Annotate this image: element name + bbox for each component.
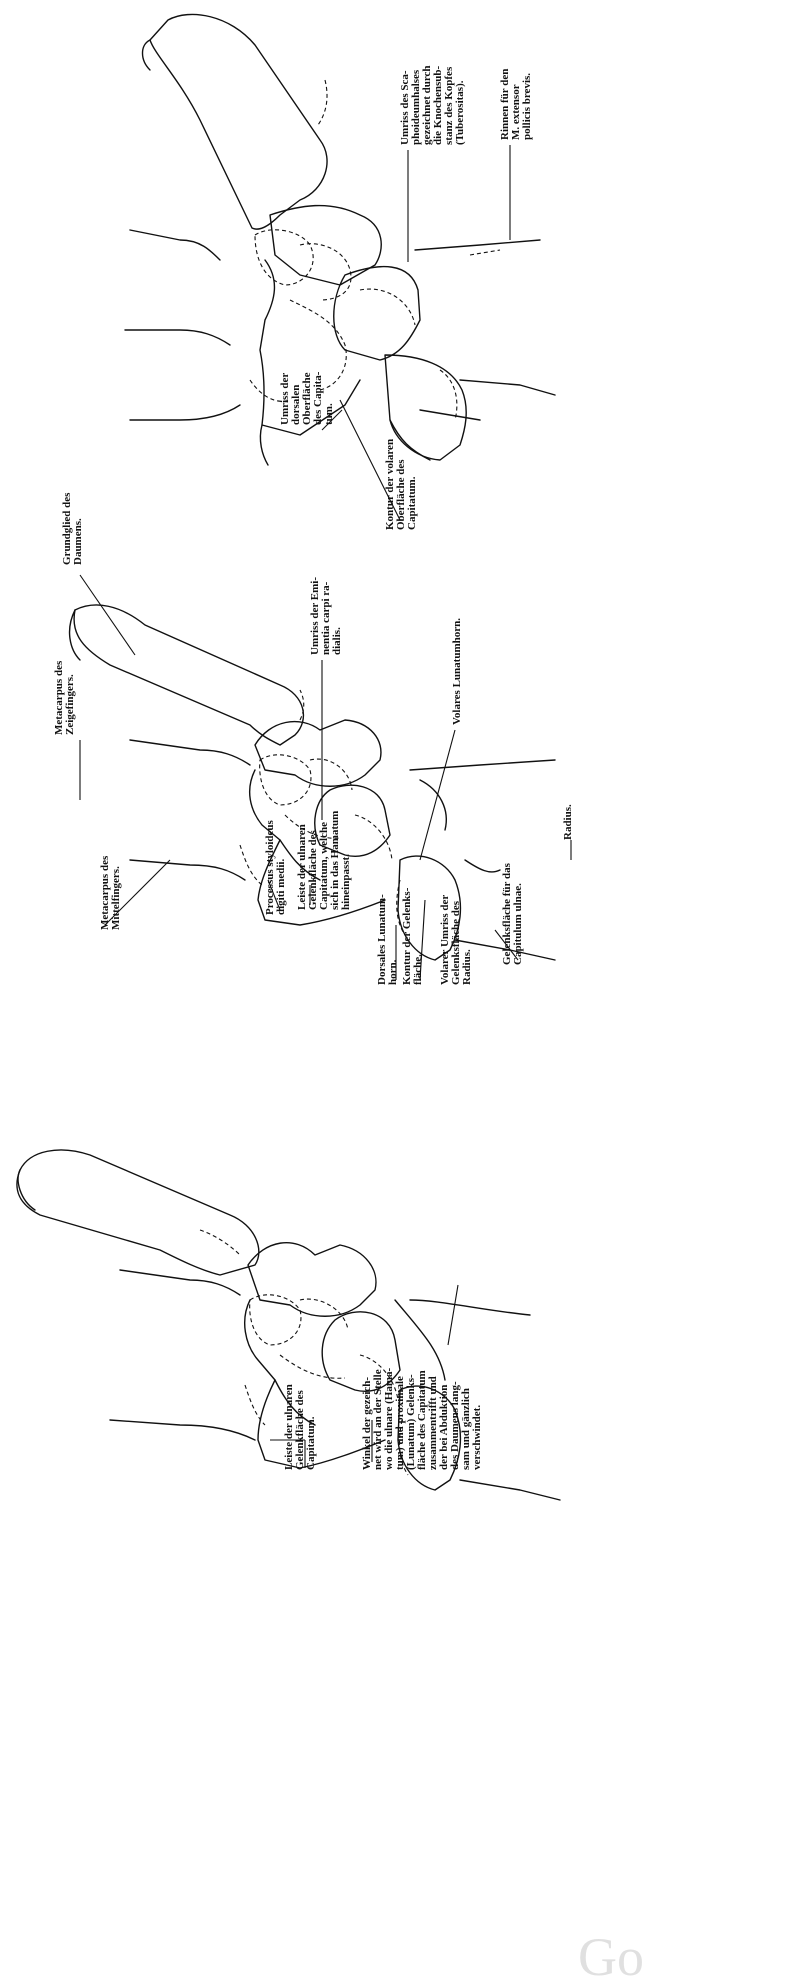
label-line: Volares Lunatumhorn. bbox=[451, 618, 463, 725]
label-line: fläche. bbox=[412, 954, 424, 985]
label-line: Radius. bbox=[461, 949, 473, 985]
label-line: Capitatum. bbox=[406, 476, 418, 530]
label-line: tum. bbox=[323, 403, 335, 425]
label-line: dialis. bbox=[331, 627, 343, 655]
label-radius: Radius. bbox=[562, 804, 574, 840]
label-line: digiti medii. bbox=[275, 859, 287, 915]
label-line: pollicis brevis. bbox=[521, 73, 533, 140]
label-line: horn. bbox=[387, 959, 399, 985]
label-line: hineinpasst. bbox=[340, 854, 352, 910]
label-line: Capitatum. bbox=[305, 1416, 317, 1470]
figure-top-drawing bbox=[125, 14, 555, 465]
label-volares-lunatum: Volares Lunatumhorn. bbox=[451, 618, 463, 725]
label-line: (Tuberositas). bbox=[454, 80, 466, 145]
label-line: Radius. bbox=[562, 804, 574, 840]
label-winkel: Winkel der gezeich-net wird an der Stell… bbox=[361, 1368, 483, 1470]
label-line: Mittelfingers. bbox=[110, 866, 122, 930]
label-kontur-gelenk: Kontur der Gelenks-fläche. bbox=[401, 887, 424, 985]
label-line: verschwindet. bbox=[471, 1405, 483, 1470]
watermark: Go bbox=[578, 1927, 644, 1981]
leader-lines bbox=[80, 145, 571, 1468]
label-line: Daumens. bbox=[72, 518, 84, 565]
label-line: Zeigefingers. bbox=[64, 674, 76, 735]
label-line: Capitulum ulnae. bbox=[512, 883, 524, 965]
label-umriss-eminentia: Umriss der Emi-nentia carpi ra-dialis. bbox=[309, 577, 343, 655]
